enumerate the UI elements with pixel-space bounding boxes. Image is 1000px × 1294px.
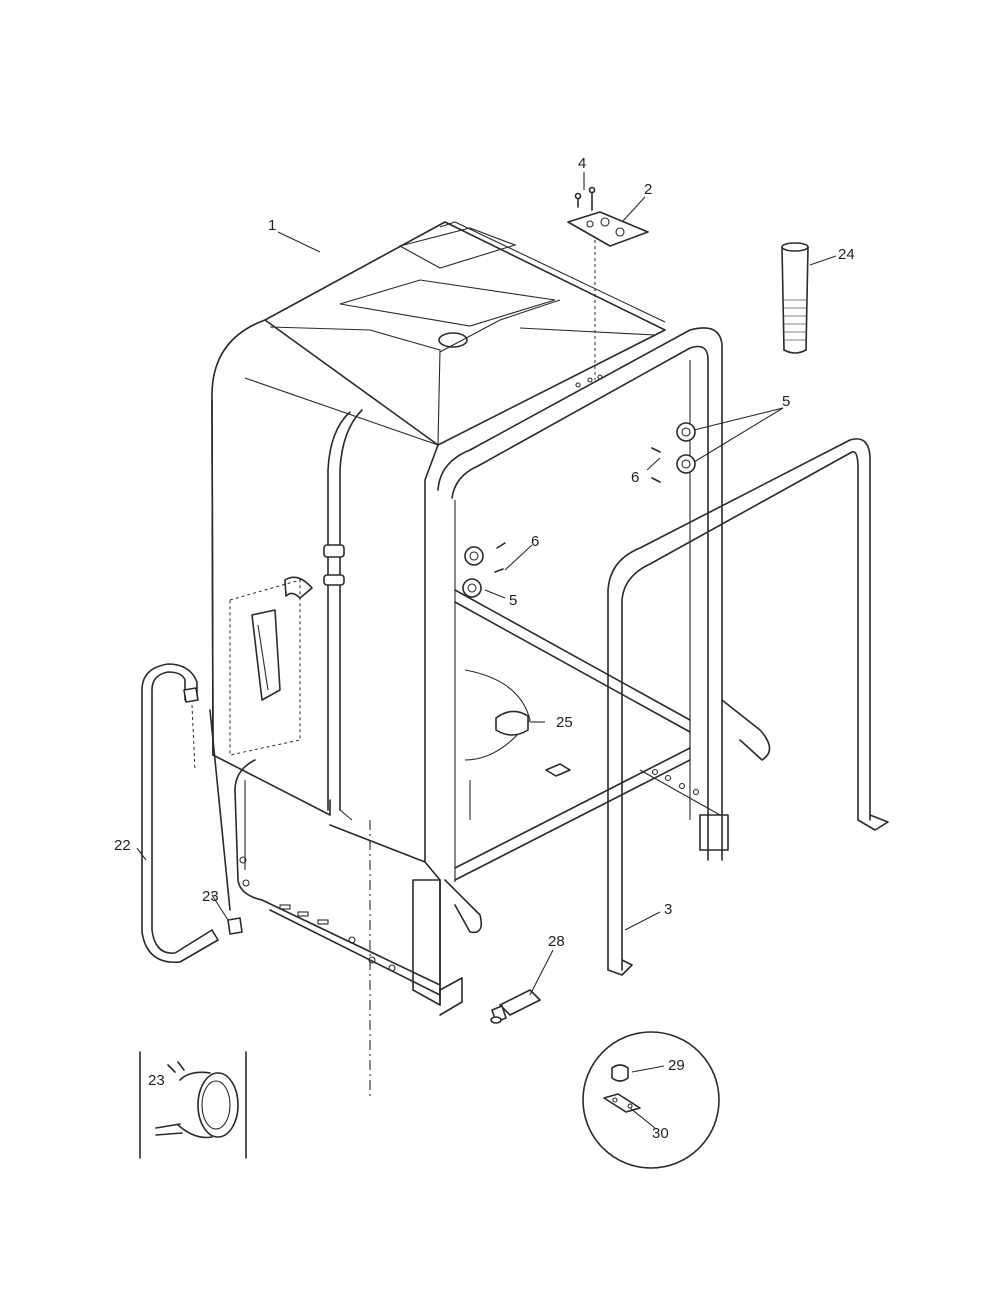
callout-28: 28 [548, 933, 565, 950]
pins-part-6 [494, 447, 661, 573]
top-bracket-part-2 [567, 211, 649, 388]
latch-part-28 [490, 989, 541, 1024]
detail-circle [582, 1031, 720, 1169]
clamp-part-23 [183, 687, 243, 935]
callout-30: 30 [652, 1125, 669, 1142]
leader-lines [136, 172, 837, 1129]
tub-assembly [211, 221, 771, 1100]
callout-22: 22 [114, 837, 131, 854]
callout-labels: 1 2 3 4 5 5 6 6 22 23 23 24 25 28 29 30 [114, 155, 855, 1142]
callout-23-inset: 23 [148, 1072, 165, 1089]
rollers-part-5 [462, 422, 696, 598]
callout-5-lower: 5 [509, 592, 517, 609]
callout-2: 2 [644, 181, 652, 198]
callout-24: 24 [838, 246, 855, 263]
hose-part-22 [141, 663, 219, 963]
callout-1: 1 [268, 217, 276, 234]
screws-part-4 [574, 186, 596, 211]
tube-part-24 [781, 242, 809, 354]
rail-part-3 [607, 438, 889, 976]
callout-4: 4 [578, 155, 586, 172]
callout-29: 29 [668, 1057, 685, 1074]
callout-3: 3 [664, 901, 672, 918]
callout-25: 25 [556, 714, 573, 731]
callout-6-lower: 6 [531, 533, 539, 550]
callout-23-main: 23 [202, 888, 219, 905]
callout-6-upper: 6 [631, 469, 639, 486]
fitting-part-25 [495, 710, 571, 777]
detail-inset-clamp [139, 1051, 247, 1159]
callout-5-upper: 5 [782, 393, 790, 410]
